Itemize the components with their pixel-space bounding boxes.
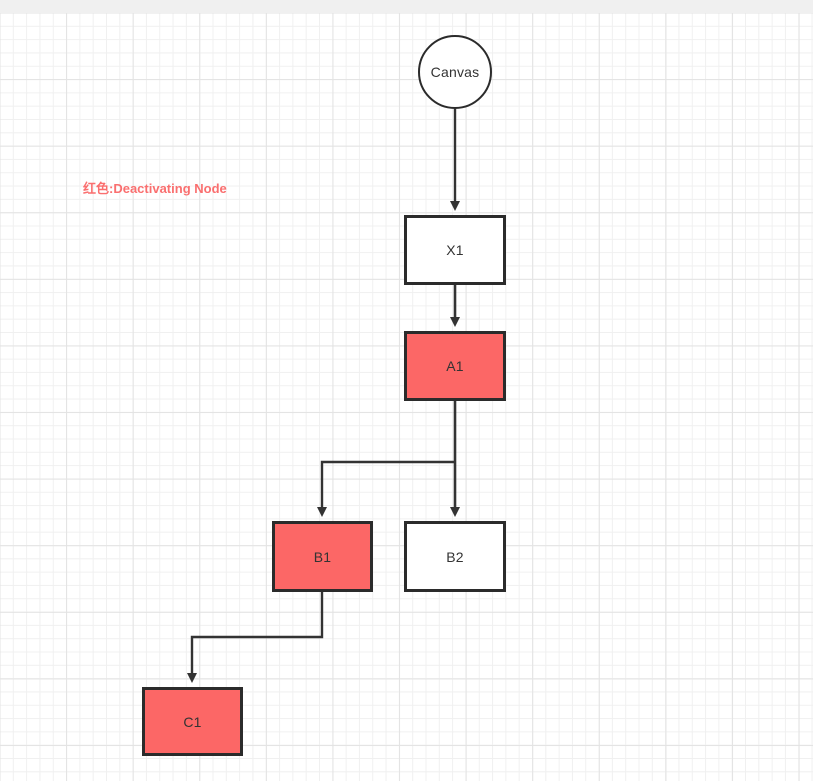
legend-deactivating-node: 红色:Deactivating Node [83, 178, 227, 197]
node-a1-label: A1 [446, 358, 464, 374]
node-b1-label: B1 [313, 548, 332, 565]
node-x1-label: X1 [446, 242, 464, 258]
node-b2-label: B2 [446, 548, 464, 565]
node-b1[interactable]: B1 [272, 521, 373, 592]
node-c1[interactable]: C1 [142, 687, 243, 756]
legend-deactivating-label: 红色:Deactivating Node [83, 181, 227, 196]
node-c1-label: C1 [183, 713, 202, 730]
node-a1[interactable]: A1 [404, 331, 506, 401]
canvas-top-bar [0, 0, 813, 13]
node-x1[interactable]: X1 [404, 215, 506, 285]
node-canvas[interactable]: Canvas [418, 35, 492, 109]
node-canvas-label: Canvas [430, 64, 480, 80]
node-b2[interactable]: B2 [404, 521, 506, 592]
